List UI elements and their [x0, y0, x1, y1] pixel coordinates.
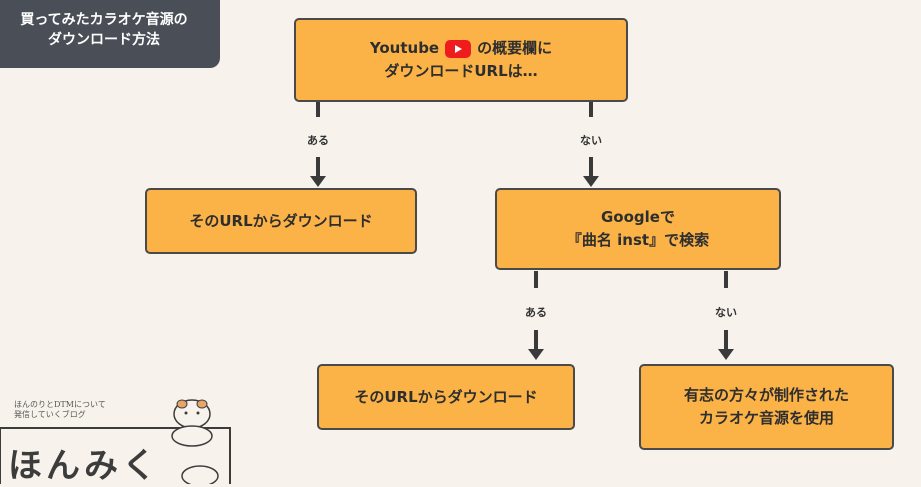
- node-start-line2: ダウンロードURLは…: [384, 62, 538, 80]
- node-download-1: そのURLからダウンロード: [145, 188, 417, 254]
- edge-label-google-no: ない: [715, 306, 737, 319]
- node-start-line1: Youtube の概要欄に: [370, 37, 552, 60]
- title-badge: 買ってみたカラオケ音源の ダウンロード方法: [0, 0, 220, 68]
- node-start-youtube-text: Youtube: [369, 39, 440, 57]
- node-start: Youtube の概要欄に ダウンロードURLは…: [294, 18, 628, 102]
- youtube-play-icon: [445, 39, 472, 58]
- arrow-google-no: [718, 349, 734, 360]
- arrow-start-yes: [310, 176, 326, 187]
- node-fan-made-line2: カラオケ音源を使用: [698, 409, 834, 427]
- title-line2: ダウンロード方法: [48, 32, 160, 48]
- hamster-icon: [0, 399, 231, 484]
- node-google-line1: Googleで: [601, 208, 675, 226]
- title-line1: 買ってみたカラオケ音源の: [20, 12, 188, 28]
- edge-label-google-yes: ある: [525, 306, 547, 319]
- node-fan-made-line1: 有志の方々が制作された: [683, 386, 849, 404]
- node-google-line2: 『曲名 inst』で検索: [566, 231, 710, 249]
- blog-logo: ほんのりとDTMについて 発信していくブログ ほんみく: [0, 392, 240, 486]
- node-fan-made: 有志の方々が制作された カラオケ音源を使用: [639, 364, 894, 450]
- node-download-1-label: そのURLからダウンロード: [189, 211, 373, 230]
- arrow-google-yes: [528, 349, 544, 360]
- node-google-search: Googleで 『曲名 inst』で検索: [495, 188, 781, 270]
- node-download-2-label: そのURLからダウンロード: [354, 387, 538, 406]
- arrow-start-no: [583, 176, 599, 187]
- edge-label-start-yes: ある: [307, 134, 329, 147]
- node-download-2: そのURLからダウンロード: [317, 364, 575, 430]
- edge-label-start-no: ない: [580, 134, 602, 147]
- logo-tagline: ほんのりとDTMについて 発信していくブログ: [14, 400, 106, 419]
- logo-name: ほんみく: [8, 446, 160, 486]
- node-start-text-after: の概要欄に: [477, 39, 553, 57]
